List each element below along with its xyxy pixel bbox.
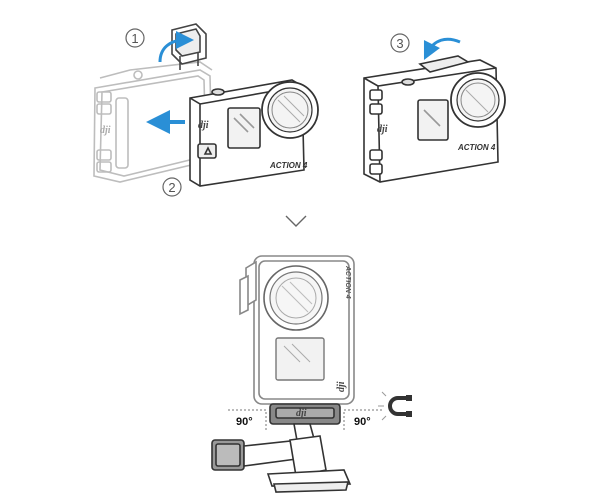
angle-right-label: 90° [354,416,371,428]
assembled-model: ACTION 4 [457,143,496,152]
angle-guides [228,409,382,430]
mounted-panel: ACTION 4 dji dji 90° 90° [211,255,412,493]
chevron-down-icon [285,215,307,227]
mount-logo: dji [296,408,307,419]
vertical-model: ACTION 4 [344,265,351,299]
step-3-panel: dji ACTION 4 3 [363,33,506,183]
camera-model: ACTION 4 [269,161,308,170]
step-1-badge [125,28,145,48]
step-1-2-panel: dji 1 dji A [93,23,319,197]
vertical-screen [275,337,325,381]
step-1-label: 1 [131,31,138,46]
assembled-lens [450,72,506,128]
vertical-lens [263,265,329,331]
camera-logo: dji [198,120,209,131]
frame-logo: dji [100,125,111,136]
vertical-frame [239,255,355,405]
magnet-icon [378,391,412,421]
assembled-logo: dji [377,124,388,135]
step-3-label: 3 [396,36,403,51]
mount-bracket: dji [269,403,341,425]
quick-release-arm [211,423,352,493]
vertical-logo: dji [336,381,347,392]
curved-arrow-icon [158,31,194,63]
angle-left-label: 90° [236,416,253,428]
step-2-label: 2 [168,180,175,195]
step-3-badge [390,33,410,53]
curved-arrow-icon [423,37,461,61]
camera-lens [261,81,319,139]
step-2-badge [162,177,182,197]
